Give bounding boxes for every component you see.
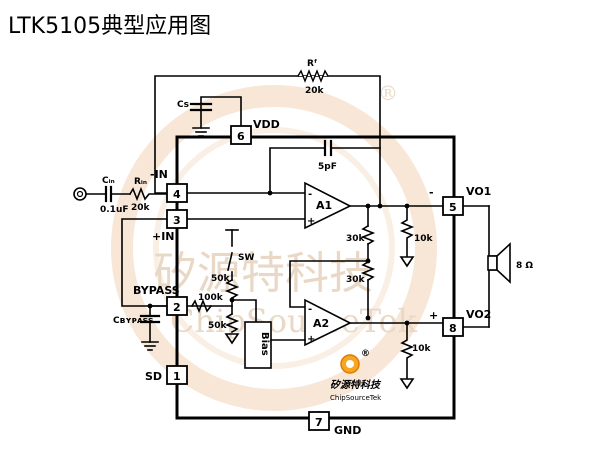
cs-label: Cs xyxy=(177,100,189,110)
ground-vo1 xyxy=(399,256,415,268)
junction-dot xyxy=(377,203,383,209)
junction-dots xyxy=(147,190,410,326)
cin-label: Cᵢₙ xyxy=(102,176,115,186)
speaker-label: 8 Ω xyxy=(516,261,533,271)
switch-label: SW xyxy=(238,253,254,263)
a2-plus-sign: + xyxy=(307,334,315,345)
junction-dot xyxy=(365,203,371,209)
ground-vo2 xyxy=(399,378,415,390)
pin-7-label: GND xyxy=(334,424,361,437)
a2-minus-feedback xyxy=(289,260,369,308)
pin-4-box xyxy=(166,183,188,203)
sw-blade xyxy=(227,252,233,271)
r50k-bottom-label: 50k xyxy=(208,321,228,331)
amp-a2-label: A2 xyxy=(313,317,329,330)
r100k-label: 100k xyxy=(198,293,224,303)
logo: ® 矽源特科技 ChipSourceTek xyxy=(330,349,382,402)
rin-resistor xyxy=(128,186,168,202)
pin-4-label: -IN xyxy=(150,168,168,181)
watermark-registered: ® xyxy=(378,81,398,105)
junction-dot xyxy=(365,315,371,321)
page-title: LTK5105典型应用图 xyxy=(8,14,212,39)
pin-6-number: 6 xyxy=(237,130,245,143)
amp-a1 xyxy=(304,181,352,230)
cin-value: 0.1uF xyxy=(100,205,129,215)
pin-3-label: +IN xyxy=(152,230,175,243)
a1-minus-sign: - xyxy=(308,189,312,200)
speaker-cone xyxy=(496,242,511,284)
ground-50k xyxy=(224,333,240,345)
r10k-vo1 xyxy=(399,205,415,257)
r10k-vo1-label: 10k xyxy=(414,234,434,244)
a2-minus-sign: - xyxy=(308,304,312,315)
watermark-chinese: 矽源特科技 xyxy=(153,248,373,299)
junction-dot xyxy=(229,297,235,303)
rf-label: Rᶠ xyxy=(307,59,317,69)
speaker-coil xyxy=(487,255,498,271)
amp-a2 xyxy=(304,298,352,347)
pin-8-number: 8 xyxy=(449,322,457,335)
pin-7-box xyxy=(308,411,330,431)
junction-dot xyxy=(267,190,273,196)
watermark-english: ChipSourceTek xyxy=(170,302,418,340)
cap-5pf-label: 5pF xyxy=(318,162,337,172)
pin-8-label: VO2 xyxy=(466,308,491,321)
logo-icon-inner xyxy=(346,360,354,368)
pin-1-label: SD xyxy=(145,370,162,383)
pin-1-number: 1 xyxy=(173,370,181,383)
junction-dot xyxy=(404,203,410,209)
vo2-sign: + xyxy=(429,309,438,322)
rf-resistor xyxy=(297,69,329,83)
vdd-wire xyxy=(200,96,242,129)
rin-label: Rᵢₙ xyxy=(134,177,147,187)
rf-feedback-wire xyxy=(154,75,381,207)
amp-a1-label: A1 xyxy=(316,199,332,212)
junction-dot xyxy=(147,303,153,309)
pin-8-box xyxy=(442,317,464,337)
r50k-top xyxy=(224,278,240,300)
pin-2-label: BYPASS xyxy=(133,284,180,297)
bias-block xyxy=(244,321,272,369)
pin-3-box xyxy=(166,209,188,229)
pin-7-number: 7 xyxy=(315,416,323,429)
speaker-top-wire xyxy=(488,205,501,257)
pin-5-box xyxy=(442,196,464,216)
pin-3-number: 3 xyxy=(173,214,181,227)
pin-4-number: 4 xyxy=(173,188,181,201)
logo-english: ChipSourceTek xyxy=(330,394,382,402)
a1-plus-sign: + xyxy=(307,216,315,227)
r30k-bottom xyxy=(360,260,376,282)
junction-dot xyxy=(365,258,371,264)
rf-value: 20k xyxy=(305,86,325,96)
cbypass-label: Cʙʏᴘᴀss xyxy=(113,316,153,326)
r30k-bottom-label: 30k xyxy=(346,275,366,285)
logo-chinese: 矽源特科技 xyxy=(330,379,382,391)
pin-5-number: 5 xyxy=(449,201,457,214)
r50k-top-label: 50k xyxy=(211,274,231,284)
pin-1-box xyxy=(166,365,188,385)
r10k-vo2 xyxy=(399,322,415,379)
r30k-top xyxy=(360,224,376,246)
logo-registered: ® xyxy=(361,349,370,359)
pin-6-label: VDD xyxy=(253,118,280,131)
bias-label: Bias xyxy=(259,332,270,356)
in-plus-bypass-wire xyxy=(121,218,168,307)
pin-2-number: 2 xyxy=(173,301,181,314)
r50k-bottom xyxy=(224,312,240,334)
r100k xyxy=(190,298,213,314)
watermark-inner-ring xyxy=(153,127,395,369)
pin-5-label: VO1 xyxy=(466,185,491,198)
input-terminal-inner xyxy=(76,190,84,198)
cap-5pf-left-wire xyxy=(269,147,326,194)
rin-value: 20k xyxy=(131,203,151,213)
junction-dot xyxy=(404,320,410,326)
r10k-vo2-label: 10k xyxy=(412,344,432,354)
r30k-top-label: 30k xyxy=(346,234,366,244)
pin-6-box xyxy=(230,125,252,145)
vo1-sign: - xyxy=(429,186,434,199)
pin-2-box xyxy=(166,296,188,316)
